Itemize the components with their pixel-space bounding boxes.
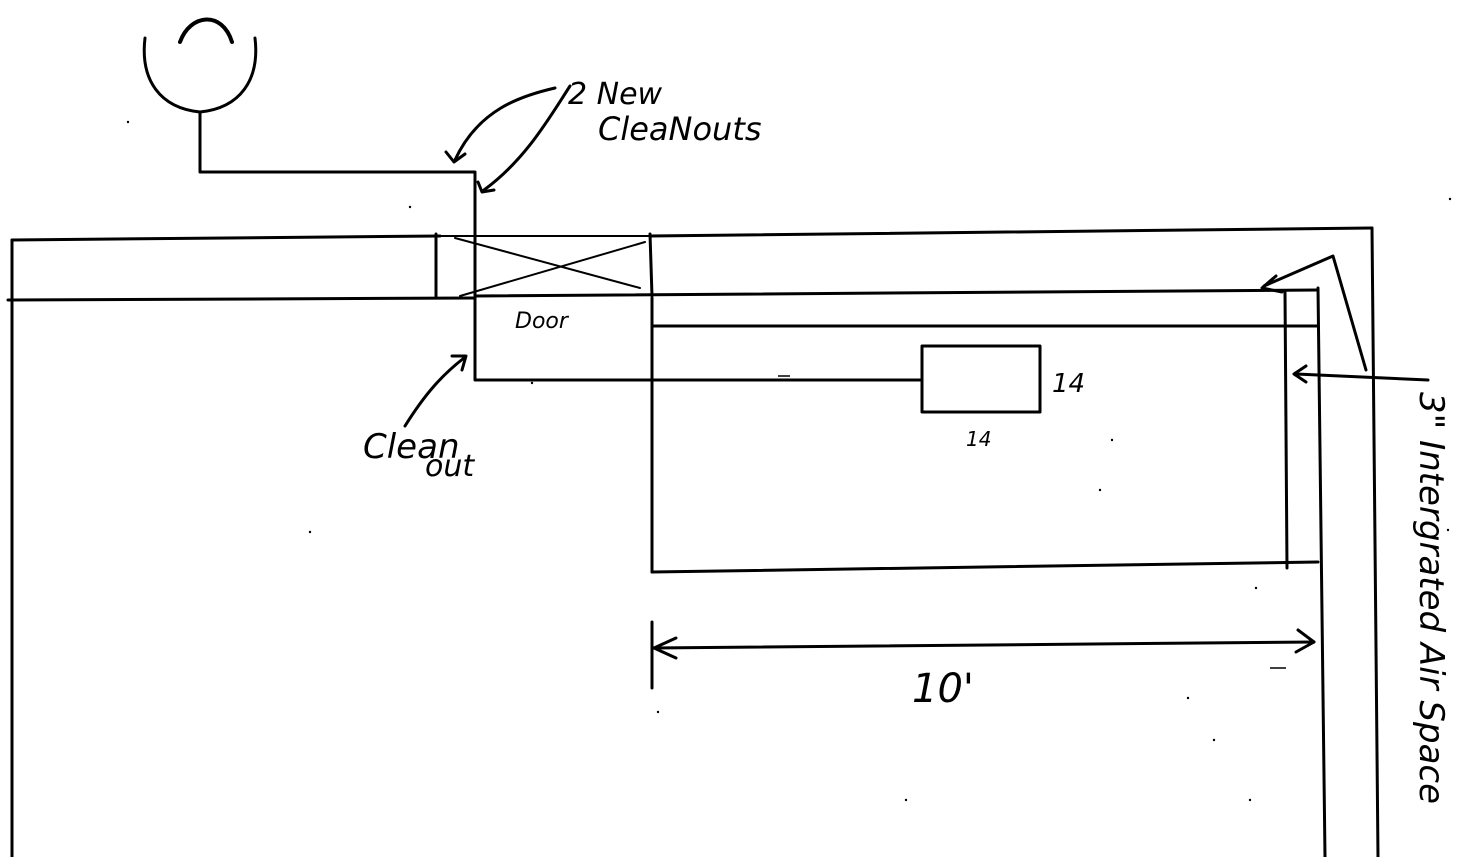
new-cleanouts-line1: 2 New: [568, 77, 663, 112]
p-trap-fixture: [142, 17, 922, 382]
air-space-arrows: [1260, 254, 1430, 384]
vent-width-label: 14: [966, 427, 991, 451]
door-opening: [434, 232, 654, 300]
clean-out-label-clean: Clean: [363, 427, 460, 467]
dimension-label: 10': [912, 666, 974, 712]
clean-out-arrow: [403, 354, 468, 428]
inner-room: [473, 286, 1327, 857]
vent-height-label: 14: [1052, 369, 1085, 399]
door-label: Door: [515, 309, 570, 334]
new-cleanouts-arrows: [444, 84, 572, 194]
new-cleanouts-line2: CleaNouts: [598, 110, 762, 148]
vent-box: [920, 344, 1042, 414]
stray-marks: [126, 120, 1452, 802]
ten-foot-dimension: [650, 620, 1316, 690]
clean-out-label-out: out: [425, 449, 475, 484]
outer-walls: [6, 226, 1380, 857]
air-space-label: 3" Intergrated Air Space: [1411, 392, 1451, 804]
